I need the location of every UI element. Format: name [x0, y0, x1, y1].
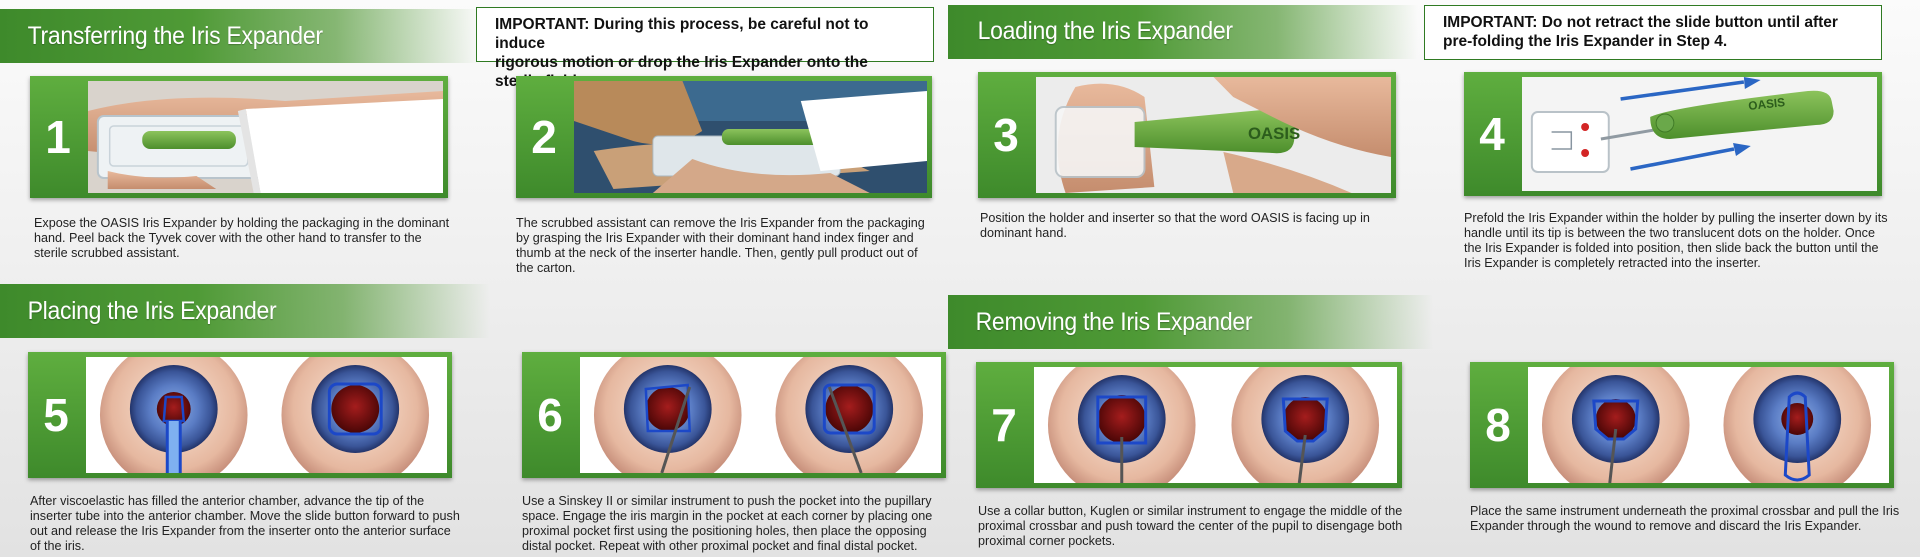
step-6-caption: Use a Sinskey II or similar instrument t…	[522, 494, 933, 553]
step-1-panel: 1	[30, 76, 448, 198]
important-note-transfer: IMPORTANT: During this process, be caref…	[476, 7, 934, 90]
section-title-removing: Removing the Iris Expander	[975, 307, 1253, 336]
brand-text: OASIS	[1248, 124, 1300, 143]
step-8-panel: 8	[1470, 362, 1894, 488]
header-bar-loading	[948, 5, 1418, 59]
header-bar-transferring	[0, 9, 480, 63]
step-5-image	[86, 357, 447, 473]
step-2-caption: The scrubbed assistant can remove the Ir…	[516, 216, 925, 275]
section-title-placing: Placing the Iris Expander	[27, 296, 277, 325]
step-7-caption: Use a collar button, Kuglen or similar i…	[978, 504, 1403, 548]
step-5-caption: After viscoelastic has filled the anteri…	[30, 494, 460, 553]
step-4-panel: 4 OASIS	[1464, 72, 1882, 196]
important-note-line: IMPORTANT: Do not retract the slide butt…	[1443, 14, 1838, 31]
step-6-image	[580, 357, 941, 473]
step-5-panel: 5	[28, 352, 452, 478]
step-1-caption: Expose the OASIS Iris Expander by holdin…	[34, 216, 450, 260]
step-4-number: 4	[1479, 108, 1505, 160]
brand-text-small: OASIS	[1748, 95, 1786, 113]
step-7-panel: 7	[976, 362, 1402, 488]
step-7-number: 7	[991, 399, 1017, 451]
step-1-image	[88, 81, 443, 193]
important-note-line: IMPORTANT: During this process, be caref…	[495, 16, 869, 52]
header-bar-placing	[0, 284, 490, 338]
important-note-line: pre-folding the Iris Expander in Step 4.	[1443, 33, 1728, 50]
important-note-loading: IMPORTANT: Do not retract the slide butt…	[1424, 5, 1882, 60]
step-7-image	[1034, 367, 1397, 483]
step-2-panel: 2	[516, 76, 932, 198]
step-4-image: OASIS	[1522, 77, 1877, 191]
step-3-caption: Position the holder and inserter so that…	[980, 211, 1370, 240]
step-3-panel: 3 OASIS	[978, 72, 1396, 198]
step-8-number: 8	[1485, 399, 1511, 451]
step-2-number: 2	[531, 111, 557, 163]
step-6-panel: 6	[522, 352, 946, 478]
header-bar-removing	[948, 295, 1433, 349]
step-4-caption: Prefold the Iris Expander within the hol…	[1464, 211, 1888, 270]
step-6-number: 6	[537, 389, 563, 441]
step-3-number: 3	[993, 109, 1019, 161]
step-5-number: 5	[43, 389, 69, 441]
section-title-transferring: Transferring the Iris Expander	[27, 21, 323, 50]
step-1-number: 1	[45, 111, 71, 163]
section-title-loading: Loading the Iris Expander	[977, 16, 1234, 45]
step-3-image: OASIS	[1036, 77, 1391, 193]
step-8-image	[1528, 367, 1889, 483]
step-2-image	[574, 81, 927, 193]
step-8-caption: Place the same instrument underneath the…	[1470, 504, 1900, 533]
